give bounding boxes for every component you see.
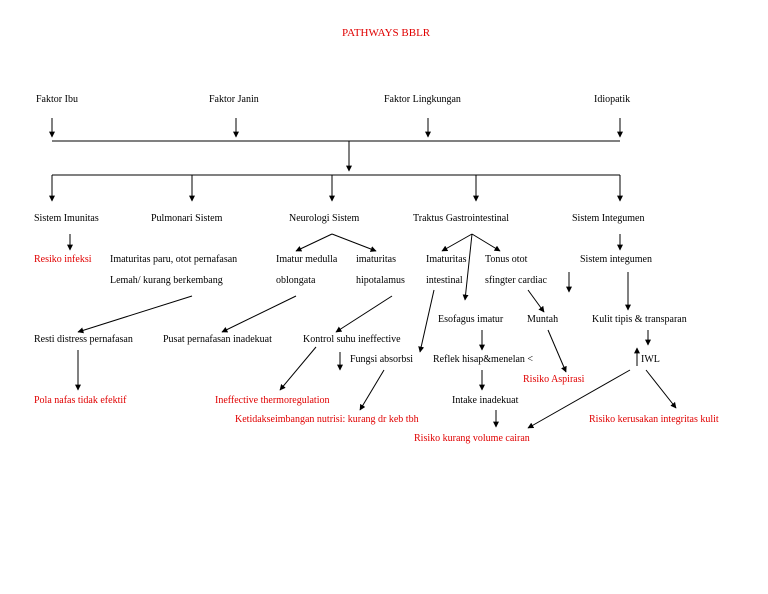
arrow-to-resti: [77, 295, 193, 334]
label-faktor-janin: Faktor Janin: [209, 94, 259, 105]
label-traktus-gastrointestinal: Traktus Gastrointestinal: [413, 213, 510, 224]
arrow-to-kontrol: [335, 295, 393, 333]
label-resiko-infeksi: Resiko infeksi: [34, 254, 92, 265]
label-iwl: IWL: [641, 354, 660, 365]
label-hipotalamus: hipotalamus: [356, 275, 405, 286]
label-sfingter-cardiac: sfingter cardiac: [485, 275, 547, 286]
arrow-to-tonus-otot: [471, 233, 501, 252]
label-resti-distress: Resti distress pernafasan: [34, 334, 133, 345]
label-sistem-imunitas: Sistem Imunitas: [34, 213, 99, 224]
label-pola-nafas: Pola nafas tidak efektif: [34, 395, 127, 406]
arrow-to-muntah: [527, 289, 545, 313]
label-faktor-lingkungan: Faktor Lingkungan: [384, 94, 461, 105]
label-intake-inadekuat: Intake inadekuat: [452, 395, 519, 406]
label-lemah-kurang-berkembang: Lemah/ kurang berkembang: [110, 275, 223, 286]
label-imaturitas-paru: Imaturitas paru, otot pernafasan: [110, 254, 238, 265]
arrow-iwl-to-volume: [527, 369, 631, 429]
arrow-to-imaturitas-hipo: [331, 233, 377, 252]
label-imatur-medulla: Imatur medulla: [276, 254, 338, 265]
arrow-to-esofagus: [462, 233, 473, 301]
label-pulmonari-sistem: Pulmonari Sistem: [151, 213, 223, 224]
label-pusat-pernafasan: Pusat pernafasan inadekuat: [163, 334, 272, 345]
label-risiko-aspirasi: Risiko Aspirasi: [523, 374, 585, 385]
label-neurologi-sistem: Neurologi Sistem: [289, 213, 360, 224]
label-oblongata: oblongata: [276, 275, 316, 286]
label-ineffective-thermoregulation: Ineffective thermoregulation: [215, 395, 330, 406]
arrow-to-imatur-medulla: [295, 233, 333, 252]
arrow-to-imaturitas-intestinal: [441, 233, 473, 252]
label-esofagus-imatur: Esofagus imatur: [438, 314, 504, 325]
arrow-intestinal-to-fungsi: [418, 289, 435, 353]
arrow-to-thermoregulation: [279, 346, 317, 391]
label-faktor-ibu: Faktor Ibu: [36, 94, 78, 105]
label-kontrol-suhu: Kontrol suhu ineffective: [303, 334, 401, 345]
page-title: PATHWAYS BBLR: [342, 27, 431, 39]
label-risiko-kerusakan: Risiko kerusakan integritas kulit: [589, 414, 719, 425]
label-sistem-integumen: Sistem Integumen: [572, 213, 645, 224]
label-intestinal: intestinal: [426, 275, 463, 286]
label-kulit-tipis: Kulit tipis & transparan: [592, 314, 687, 325]
label-tonus-otot: Tonus otot: [485, 254, 528, 265]
label-muntah: Muntah: [527, 314, 559, 325]
label-fungsi-absorbsi: Fungsi absorbsi: [350, 354, 414, 365]
arrow-iwl-to-kerusakan: [645, 369, 677, 409]
arrow-to-ketidakseimbangan: [359, 369, 385, 411]
label-sistem-integumen-2: Sistem integumen: [580, 254, 652, 265]
label-risiko-kurang-volume: Risiko kurang volume cairan: [414, 433, 530, 444]
label-imaturitas-intestinal: Imaturitas: [426, 254, 467, 265]
label-ketidakseimbangan-nutrisi: Ketidakseimbangan nutrisi: kurang dr keb…: [235, 414, 419, 425]
label-imaturitas-hipotalamus: imaturitas: [356, 254, 396, 265]
arrow-to-pusat: [221, 295, 297, 333]
label-idiopatik: Idiopatik: [594, 94, 631, 105]
label-reflek-hisap: Reflek hisap&menelan <: [433, 354, 534, 365]
arrow-to-risiko-aspirasi: [547, 329, 567, 373]
